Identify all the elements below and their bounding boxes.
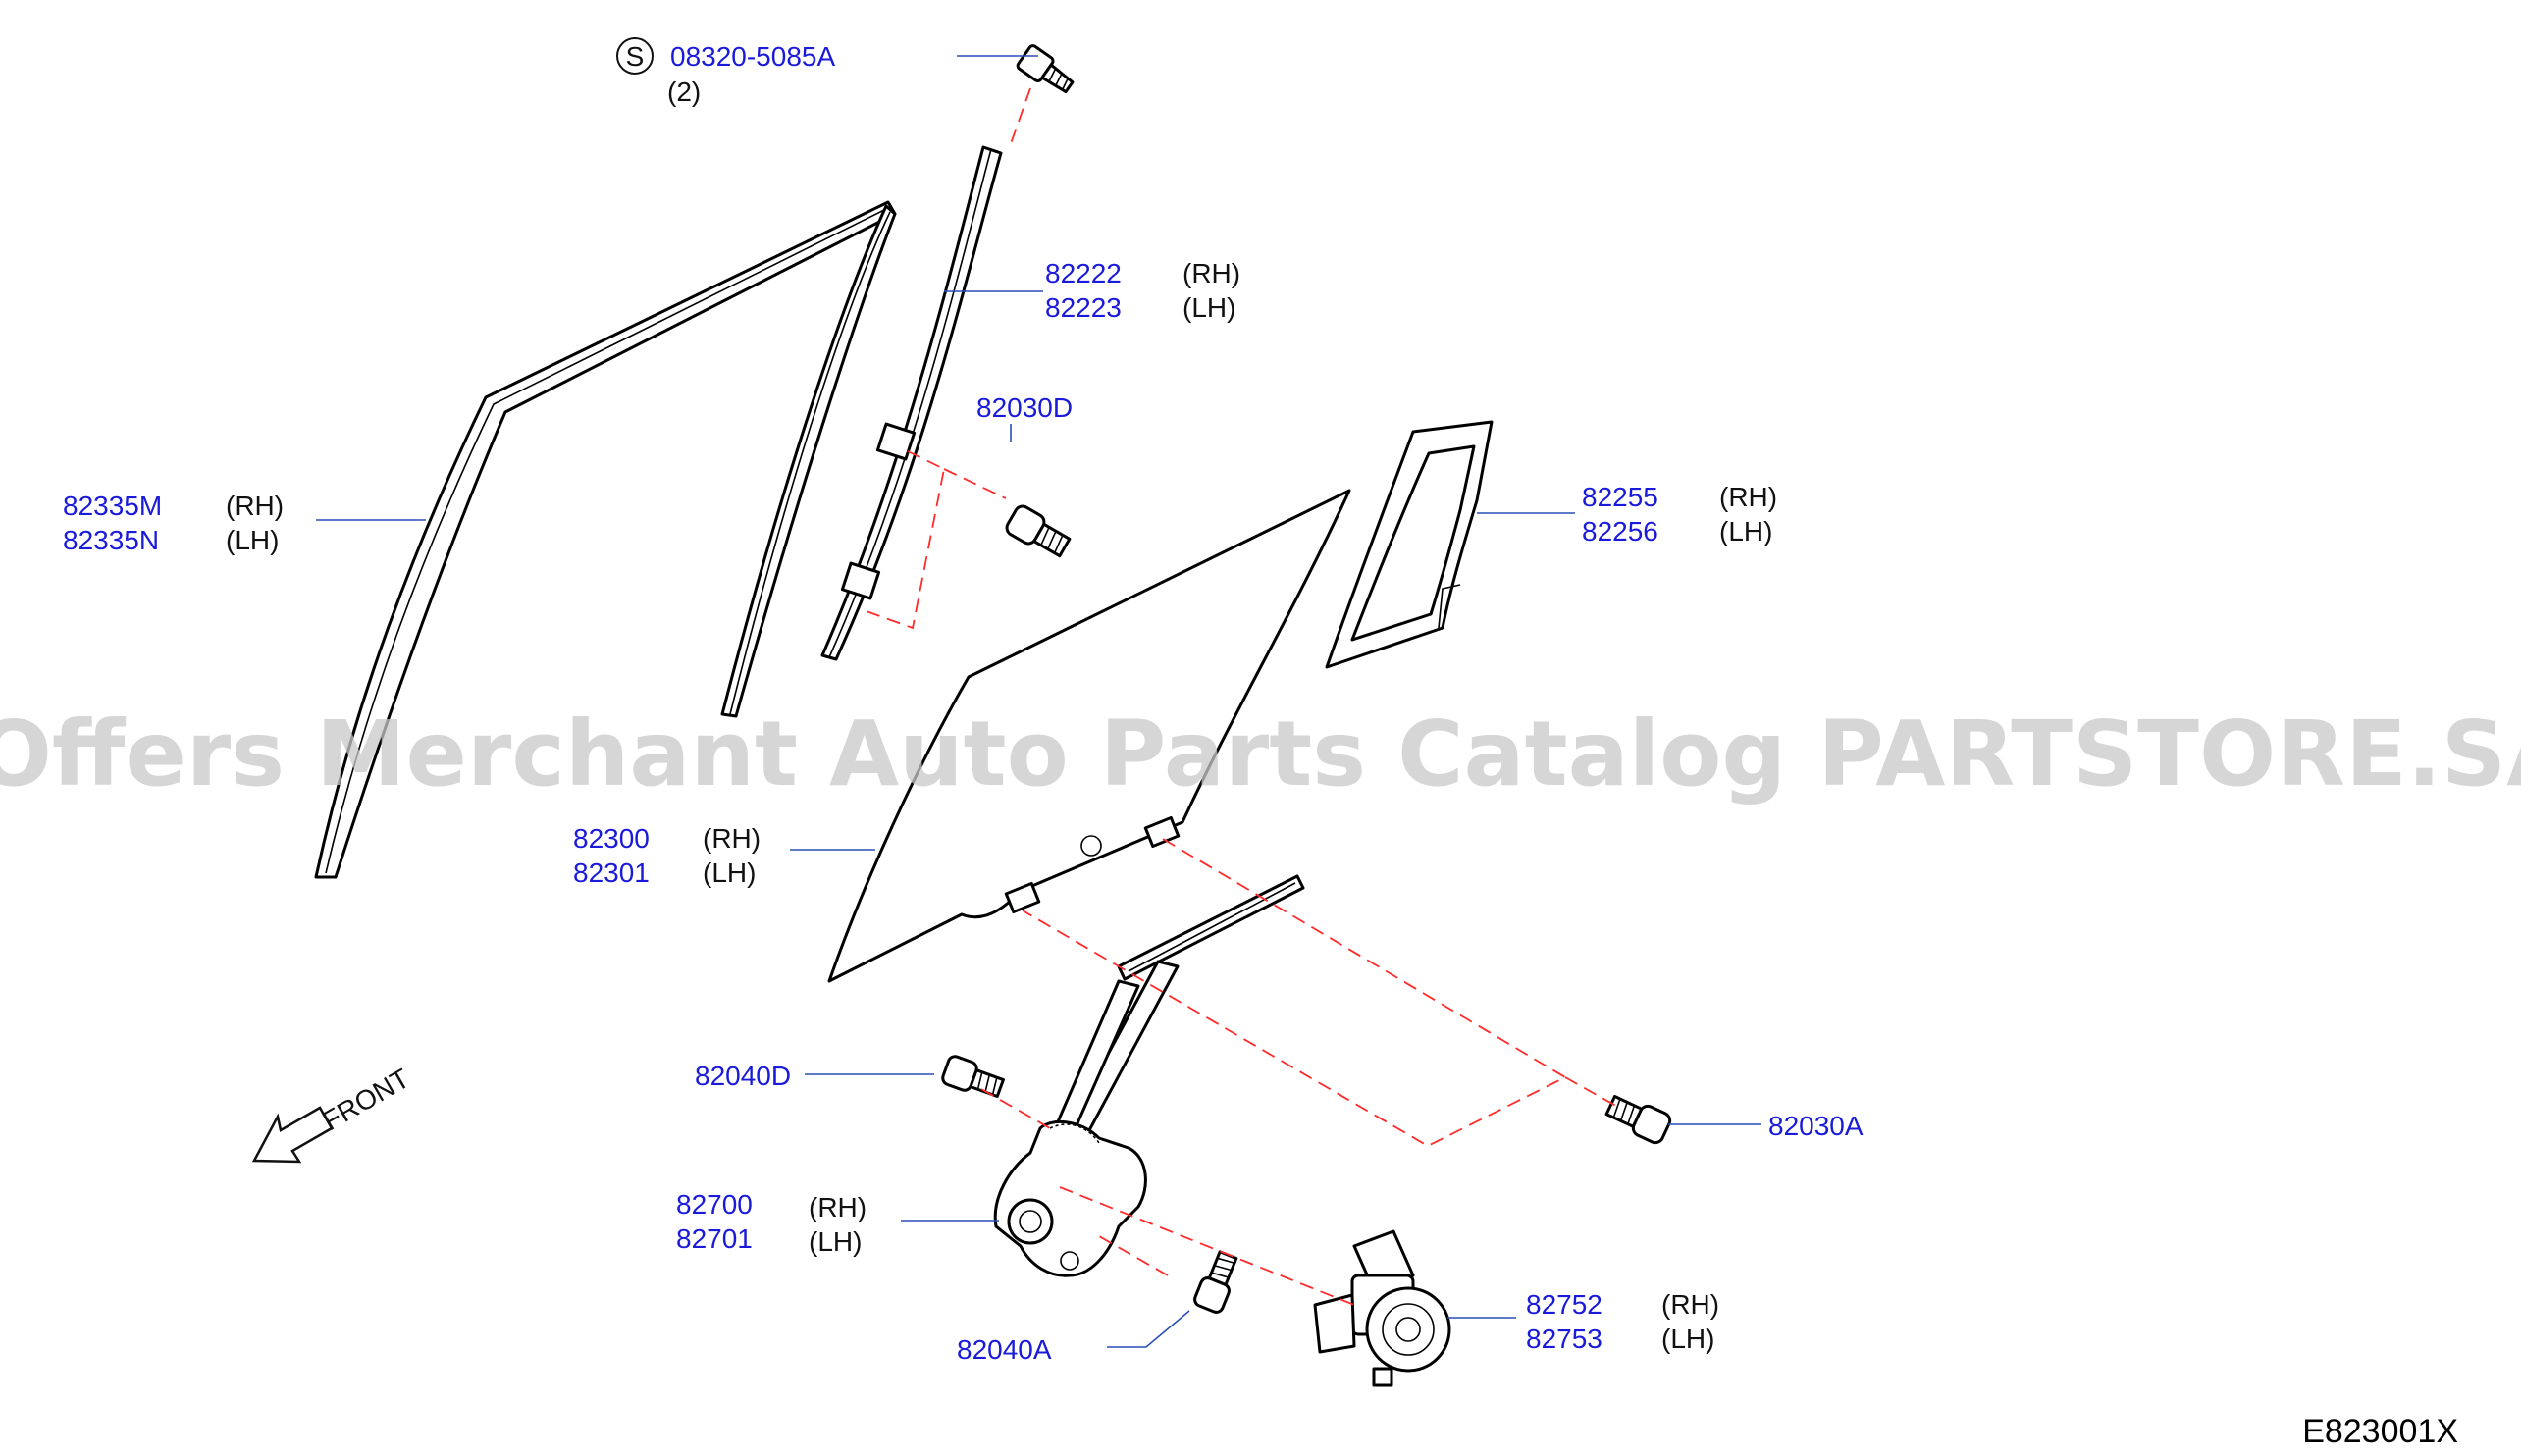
callout-bolt-82040a: 82040A [957,1334,1052,1365]
weatherstrip-drawing [314,200,897,879]
part-number[interactable]: 82030A [1768,1111,1864,1141]
motor-drawing [1313,1229,1451,1387]
side-label: (RH) [809,1192,867,1222]
bolt-82040d-drawing [941,1055,1005,1099]
part-number[interactable]: 82300 [573,823,650,854]
regulator-drawing [993,874,1305,1277]
callout-bolt-82030d: 82030D [976,392,1073,423]
bolt-82030a-drawing [1604,1094,1672,1145]
part-number[interactable]: 82335M [63,491,162,521]
part-number[interactable]: 82753 [1526,1324,1602,1354]
part-number[interactable]: 82255 [1582,482,1658,512]
callout-regulator: 82700 82701 (RH) (LH) [676,1189,867,1257]
side-label: (LH) [809,1226,862,1257]
part-number[interactable]: 82040D [695,1061,791,1091]
screw-std-callout: S 08320-5085A (2) [616,37,835,107]
arrow-left-icon [251,1106,334,1164]
assembly-lines [863,87,1622,1306]
side-label: (RH) [703,823,761,854]
side-label: (RH) [1661,1289,1719,1320]
front-arrow: FRONT [251,1063,415,1164]
std-part-symbol: S [626,41,645,72]
callout-sash-rear: 82222 82223 (RH) (LH) [1045,258,1240,323]
leader-lines [316,55,1761,1348]
callout-motor: 82752 82753 (RH) (LH) [1526,1289,1719,1354]
callout-bolt-82040d: 82040D [695,1061,791,1091]
screw-drawing [1016,44,1075,94]
part-number[interactable]: 82223 [1045,292,1122,323]
callout-bolt-82030a: 82030A [1768,1111,1864,1141]
part-number[interactable]: 82222 [1045,258,1122,288]
diagram-code: E823001X [2302,1413,2458,1450]
side-label: (RH) [1182,258,1240,288]
sash-channel-drawing [820,145,1003,661]
part-number[interactable]: 82701 [676,1223,753,1254]
part-number[interactable]: 82040A [957,1334,1052,1365]
partition-glass-drawing [1325,420,1494,669]
std-part-qty: (2) [667,77,701,107]
side-label: (LH) [703,858,756,888]
callout-weatherstrip: 82335M 82335N (RH) (LH) [63,491,284,555]
part-number[interactable]: 82335N [63,525,159,555]
bolt-82040a-drawing [1193,1250,1238,1314]
side-label: (LH) [1719,516,1772,546]
std-part-number[interactable]: 08320-5085A [670,41,835,72]
watermark: Offers Merchant Auto Parts Catalog PARTS… [0,702,2521,806]
front-label: FRONT [318,1063,415,1136]
side-label: (LH) [1661,1324,1714,1354]
side-label: (RH) [1719,482,1777,512]
side-label: (RH) [226,491,284,521]
part-number[interactable]: 82256 [1582,516,1658,546]
callout-partition-glass: 82255 82256 (RH) (LH) [1582,482,1777,546]
part-number[interactable]: 82700 [676,1189,753,1220]
bolt-82030d-drawing [1005,504,1072,558]
part-number[interactable]: 82752 [1526,1289,1602,1320]
part-number[interactable]: 82030D [976,392,1073,423]
callout-door-glass: 82300 82301 (RH) (LH) [573,823,761,888]
side-label: (LH) [1182,292,1235,323]
part-number[interactable]: 82301 [573,858,650,888]
side-label: (LH) [226,525,279,555]
